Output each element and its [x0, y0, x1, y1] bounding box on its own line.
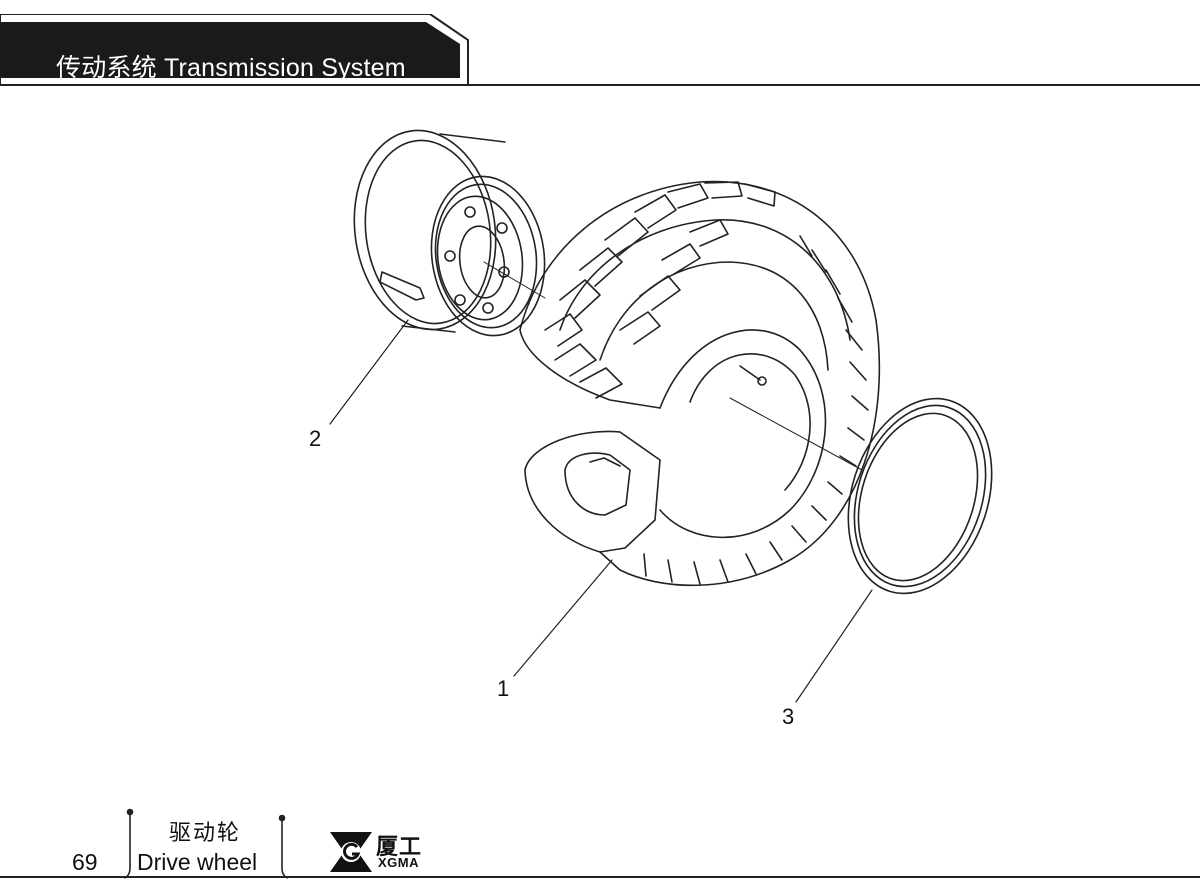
- page-title: 传动系统 Transmission System: [56, 54, 406, 82]
- section-title-en: Drive wheel: [137, 849, 258, 875]
- leader-line-2: [329, 319, 409, 425]
- callout-label-2: 2: [309, 426, 322, 451]
- brand-name-zh: 厦工: [376, 834, 423, 859]
- brand-name-en: XGMA: [378, 855, 419, 870]
- footer-divider: [0, 876, 1200, 878]
- callout-label-3: 3: [782, 704, 795, 729]
- callout-label-1: 1: [497, 676, 510, 701]
- leader-line-1: [513, 559, 613, 677]
- header-tab-shape: [0, 14, 469, 86]
- page-number: 69: [72, 849, 98, 875]
- section-title-zh: 驱动轮: [168, 820, 241, 845]
- section-header-tab: 传动系统 Transmission System: [0, 14, 470, 86]
- xgma-logo-icon: [330, 832, 372, 872]
- rim-part-2: [353, 129, 546, 337]
- tire-part-1: [519, 180, 881, 587]
- lock-ring-part-3: [847, 397, 993, 595]
- header-divider: [0, 84, 1200, 86]
- leader-line-3: [795, 589, 873, 703]
